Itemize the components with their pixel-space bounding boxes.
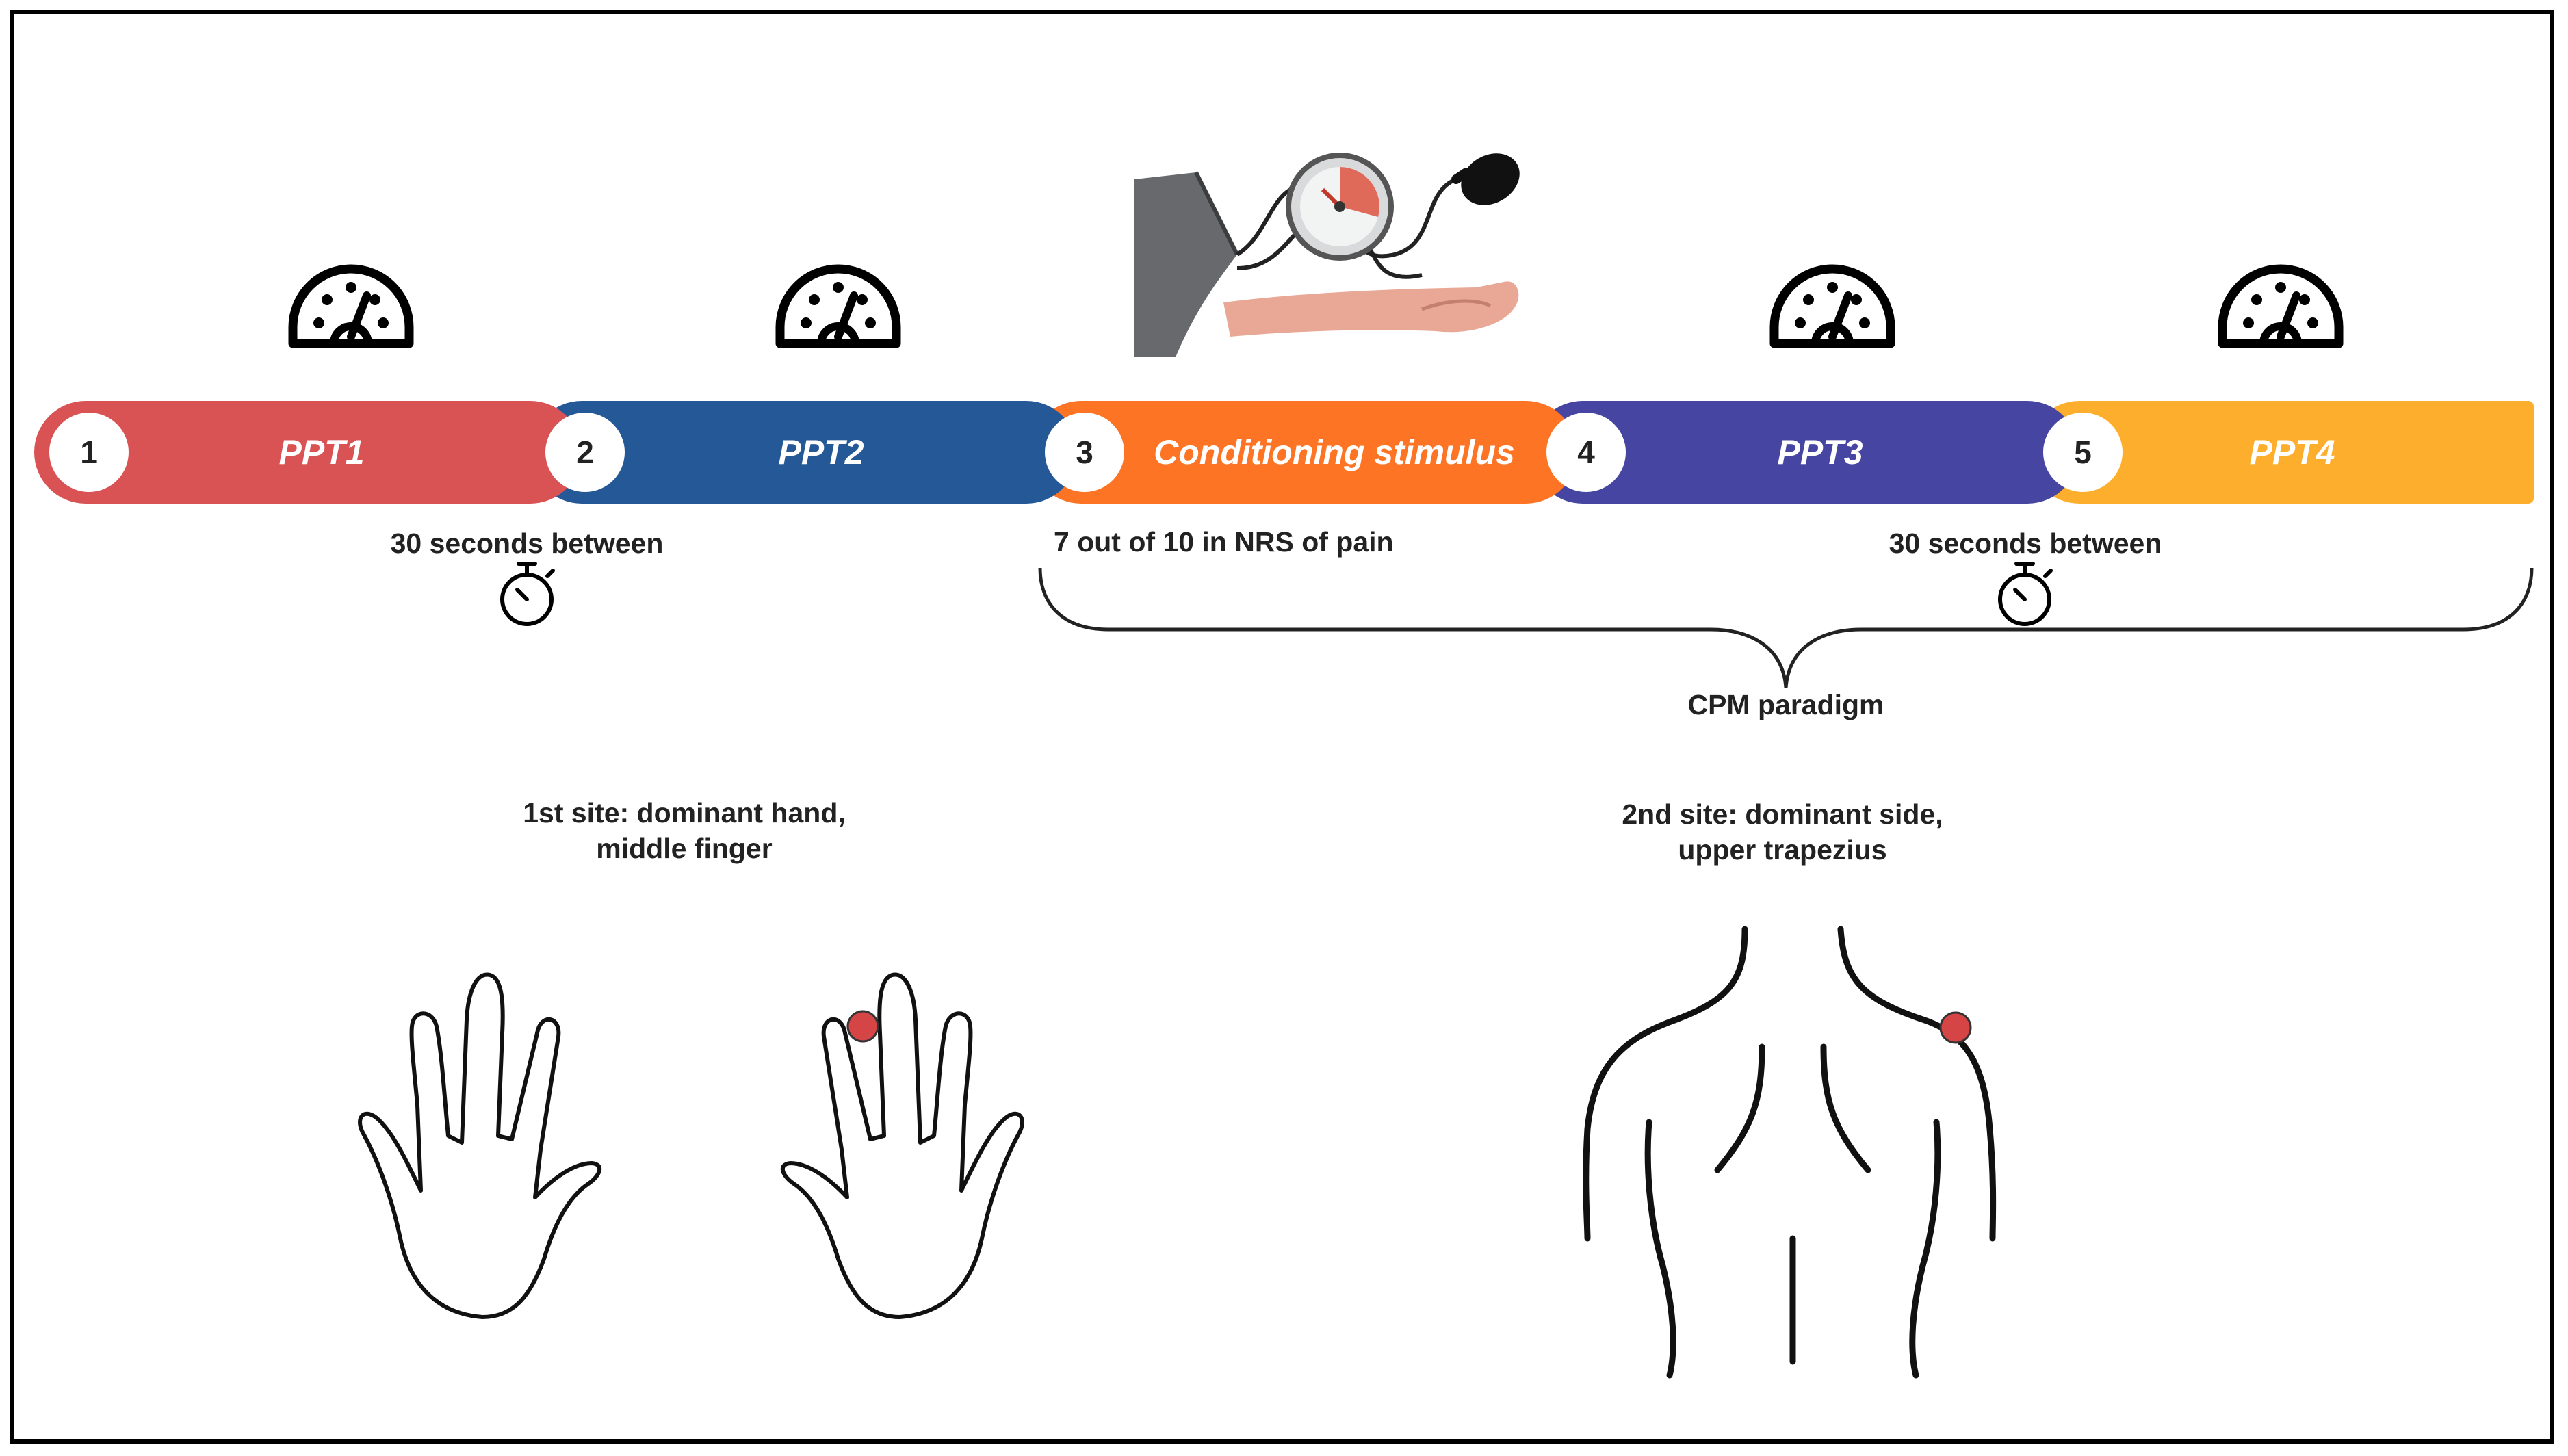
step-number-4: 4 — [1546, 413, 1626, 492]
gauge-icon-ppt3 — [1769, 264, 1895, 348]
interval-label-left: 30 seconds between — [390, 528, 664, 559]
figure-frame — [10, 10, 2554, 1444]
blood-pressure-cuff-icon — [1134, 153, 1520, 357]
step-label-ppt3: PPT3 — [1777, 433, 1863, 471]
step-number-3: 3 — [1045, 413, 1124, 492]
left-hand-outline — [358, 972, 602, 1319]
interval-label-right: 30 seconds between — [1889, 528, 2162, 559]
step-label-ppt2: PPT2 — [778, 433, 864, 471]
gauge-icon-ppt1 — [288, 264, 414, 348]
gauge-icon-ppt2 — [775, 264, 901, 348]
cpm-brace — [1038, 567, 2534, 688]
hands-illustration — [358, 972, 1024, 1319]
site-1-caption: 1st site: dominant hand, middle finger — [479, 795, 890, 866]
nrs-target-label: 7 out of 10 in NRS of pain — [1054, 526, 1394, 558]
stopwatch-icon-left — [500, 562, 555, 626]
right-hand-outline — [780, 972, 1024, 1319]
step-label-ppt4: PPT4 — [2249, 433, 2335, 471]
back-illustration — [1583, 926, 1997, 1379]
upper-trapezius-marker — [1939, 1011, 1972, 1044]
stopwatch-icon-right — [1998, 562, 2053, 626]
site-1-caption-line2: middle finger — [596, 833, 773, 864]
step-number-1: 1 — [49, 413, 129, 492]
middle-finger-marker — [846, 1010, 879, 1043]
site-1-caption-line1: 1st site: dominant hand, — [523, 797, 846, 829]
site-2-caption: 2nd site: dominant side, upper trapezius — [1577, 796, 1988, 868]
step-number-5: 5 — [2043, 413, 2123, 492]
site-2-caption-line2: upper trapezius — [1678, 834, 1887, 866]
cpm-paradigm-label: CPM paradigm — [1687, 689, 1884, 720]
step-label-conditioning: Conditioning stimulus — [1154, 433, 1515, 471]
step-label-ppt1: PPT1 — [278, 433, 365, 471]
site-2-caption-line1: 2nd site: dominant side, — [1622, 798, 1943, 830]
step-number-2: 2 — [545, 413, 625, 492]
gauge-icon-ppt4 — [2218, 264, 2344, 348]
